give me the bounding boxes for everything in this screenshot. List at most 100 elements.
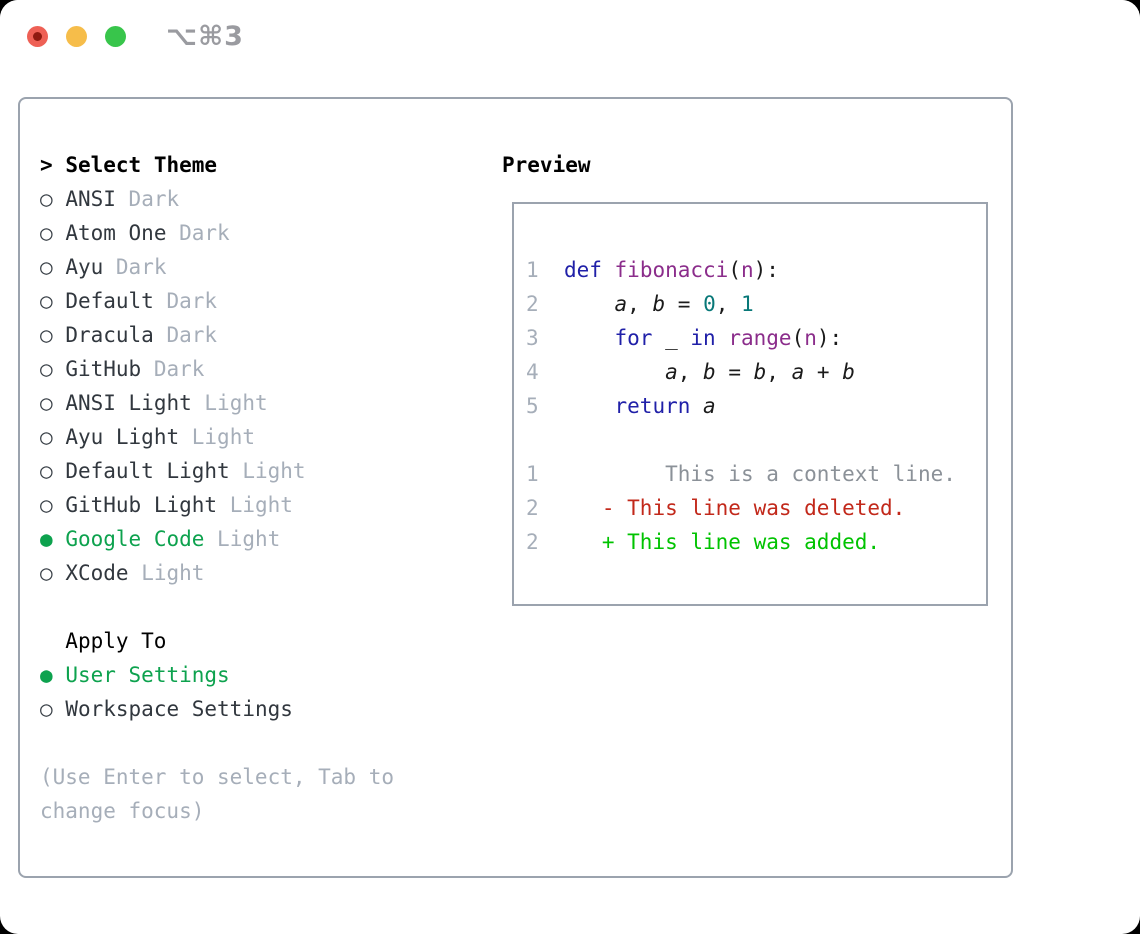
diff-line-deleted: 2 - This line was deleted. [526, 491, 986, 525]
apply-to-label: User Settings [65, 663, 230, 687]
radio-unselected-icon: ○ [40, 459, 53, 483]
code-token: n [740, 258, 754, 282]
line-number: 1 [526, 258, 564, 282]
select-theme-header: > Select Theme [40, 148, 480, 182]
code-token: 0 [703, 292, 716, 316]
code-token [716, 326, 729, 350]
line-number: 5 [526, 394, 564, 418]
line-number: 3 [526, 326, 564, 350]
theme-list: ○ ANSI Dark○ Atom One Dark○ Ayu Dark○ De… [40, 182, 480, 590]
code-token [564, 326, 615, 350]
theme-variant: Light [191, 425, 255, 449]
radio-unselected-icon: ○ [40, 697, 53, 721]
code-token: ( [728, 258, 741, 282]
theme-name: Google Code [65, 527, 205, 551]
code-token: range [728, 326, 792, 350]
close-button[interactable] [27, 26, 48, 47]
code-token: b [703, 360, 716, 384]
code-token: ): [816, 326, 843, 350]
code-token [564, 394, 615, 418]
code-token: , [766, 360, 792, 384]
titlebar: ⌥⌘3 [0, 0, 1140, 72]
code-token: a [665, 360, 678, 384]
code-token [690, 394, 703, 418]
theme-variant: Dark [115, 255, 167, 279]
theme-option[interactable]: ○ XCode Light [40, 556, 480, 590]
theme-option[interactable]: ○ ANSI Dark [40, 182, 480, 216]
radio-unselected-icon: ○ [40, 357, 53, 381]
code-token: n [804, 326, 817, 350]
code-token [564, 292, 615, 316]
code-token: ( [791, 326, 805, 350]
code-line: 3 for _ in range(n): [526, 321, 986, 355]
code-token: a [614, 292, 628, 316]
theme-option[interactable]: ○ Ayu Dark [40, 250, 480, 284]
theme-name: Ayu Light [65, 425, 180, 449]
theme-name: Atom One [65, 221, 167, 245]
theme-variant: Dark [166, 289, 218, 313]
theme-name: GitHub Light [65, 493, 218, 517]
theme-variant: Dark [153, 357, 205, 381]
code-token: + [804, 360, 843, 384]
diff-line-added: 2 + This line was added. [526, 525, 986, 559]
radio-selected-icon: ● [40, 663, 53, 687]
theme-option[interactable]: ○ Ayu Light Light [40, 420, 480, 454]
theme-option[interactable]: ○ Dracula Dark [40, 318, 480, 352]
line-number: 1 [526, 462, 564, 486]
theme-name: Dracula [65, 323, 154, 347]
theme-option[interactable]: ○ Default Light Light [40, 454, 480, 488]
close-dot-icon [33, 32, 42, 41]
theme-name: GitHub [65, 357, 142, 381]
radio-selected-icon: ● [40, 527, 53, 551]
apply-to-option[interactable]: ● User Settings [40, 658, 480, 692]
code-token: b [652, 292, 666, 316]
code-token: for [614, 326, 653, 350]
apply-to-header: Apply To [65, 629, 167, 653]
radio-unselected-icon: ○ [40, 391, 53, 415]
keyboard-hint: (Use Enter to select, Tab to change focu… [40, 765, 395, 823]
theme-name: Default [65, 289, 154, 313]
apply-to-option[interactable]: ○ Workspace Settings [40, 692, 480, 726]
theme-name: ANSI Light [65, 391, 192, 415]
radio-unselected-icon: ○ [40, 323, 53, 347]
theme-name: ANSI [65, 187, 116, 211]
diff-text: - This line was deleted. [563, 496, 906, 520]
theme-variant: Light [242, 459, 306, 483]
code-line: 4 a, b = b, a + b [526, 355, 986, 389]
minimize-button[interactable] [66, 26, 87, 47]
theme-option[interactable]: ○ GitHub Dark [40, 352, 480, 386]
diff-text: This is a context line. [563, 462, 956, 486]
theme-option[interactable]: ● Google Code Light [40, 522, 480, 556]
code-token: 1 [741, 292, 754, 316]
prompt-caret: > [40, 153, 53, 177]
theme-variant: Dark [128, 187, 180, 211]
line-number: 2 [526, 530, 564, 554]
preview-header-area: Preview [502, 148, 591, 182]
code-line: 5 return a [526, 389, 986, 423]
blank-line [526, 423, 986, 457]
theme-option[interactable]: ○ Atom One Dark [40, 216, 480, 250]
radio-unselected-icon: ○ [40, 187, 53, 211]
code-token: a [703, 394, 716, 418]
theme-option[interactable]: ○ ANSI Light Light [40, 386, 480, 420]
diff-text: + This line was added. [563, 530, 881, 554]
code-token: a [791, 360, 805, 384]
radio-unselected-icon: ○ [40, 561, 53, 585]
theme-name: XCode [65, 561, 129, 585]
diff-line-context: 1 This is a context line. [526, 457, 986, 491]
theme-name: Ayu [65, 255, 104, 279]
code-token: in [690, 326, 716, 350]
code-token: _ [652, 326, 691, 350]
code-token: ): [753, 258, 779, 282]
line-number: 2 [526, 292, 564, 316]
apply-to-label: Workspace Settings [65, 697, 293, 721]
line-number: 4 [526, 360, 564, 384]
theme-name: Default Light [65, 459, 230, 483]
code-token: = [665, 292, 704, 316]
theme-option[interactable]: ○ Default Dark [40, 284, 480, 318]
theme-option[interactable]: ○ GitHub Light Light [40, 488, 480, 522]
zoom-button[interactable] [105, 26, 126, 47]
preview-title: Preview [502, 153, 591, 177]
